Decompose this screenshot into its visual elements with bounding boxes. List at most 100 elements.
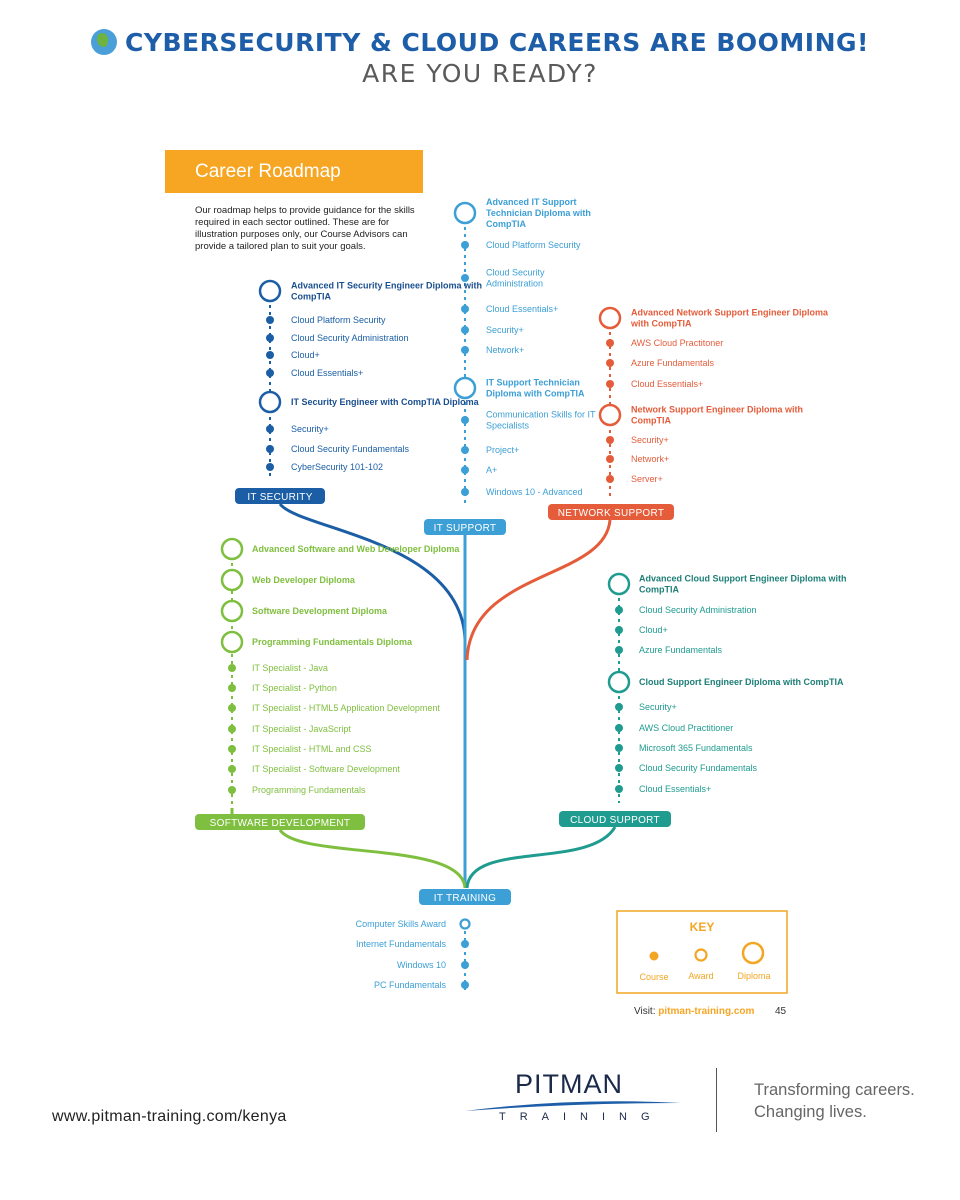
course-marker [461,488,469,496]
key-course-marker [649,951,659,961]
track-pill: IT SECURITY [235,488,325,504]
course-marker [266,316,274,324]
key-box [616,910,788,994]
tagline-line-2: Changing lives. [754,1103,867,1121]
track-item-label: PC Fundamentals [374,980,447,990]
track-item-label: Security+ [639,702,677,712]
diploma-marker [258,279,282,303]
course-marker [606,475,614,483]
headline-subtitle: ARE YOU READY? [362,59,598,88]
key-title: KEY [690,920,715,934]
course-marker [228,765,236,773]
track-item-label: Cloud Security Administration [291,333,409,343]
track-pill-bg [559,811,671,827]
track-item-label: IT Specialist - Java [252,663,328,673]
track-item-label: Cloud Essentials+ [631,379,703,389]
track-item-label: Cloud Support Engineer Diploma with Comp… [639,677,844,687]
track-item-label: Software Development Diploma [252,606,388,616]
track-item-label: Cloud Essentials+ [639,784,711,794]
course-marker [228,704,236,712]
course-marker [606,455,614,463]
diploma-marker [453,201,477,225]
course-marker [606,339,614,347]
track-item-label: Azure Fundamentals [639,645,723,655]
course-marker [606,380,614,388]
track-item-label: Network+ [631,454,669,464]
track-item-label: CyberSecurity 101-102 [291,462,383,472]
diploma-marker [220,568,244,592]
headline-title-row: CYBERSECURITY & CLOUD CAREERS ARE BOOMIN… [91,28,869,57]
track-item-label: AWS Cloud Practitoner [631,338,723,348]
course-marker [606,436,614,444]
course-marker [615,764,623,772]
track-item-label: Cloud Security Administration [639,605,757,615]
track-item-label: Security+ [631,435,669,445]
course-marker [266,334,274,342]
course-marker [615,626,623,634]
track-item-label: Cloud+ [291,350,320,360]
visit-link[interactable]: pitman-training.com [658,1006,755,1017]
track-item-label: Programming Fundamentals [252,785,366,795]
track-item-label: Advanced Cloud Support Engineer Diploma … [639,574,847,595]
track-item-label: Network+ [486,345,524,355]
track-item-label: Security+ [291,424,329,434]
track-item-label: Azure Fundamentals [631,358,715,368]
track-pill: SOFTWARE DEVELOPMENT [195,814,365,830]
track-item-label: Security+ [486,325,524,335]
key-legend: KEY Course Award Diploma [616,910,788,994]
track-item-label: Cloud Platform Security [486,240,581,250]
track-pill-label: IT SECURITY [247,492,312,503]
key-diploma-marker [741,941,765,965]
diploma-marker [598,403,622,427]
track-lines [230,213,620,990]
page-number: 45 [775,1006,787,1017]
track-item-label: Cloud Platform Security [291,315,386,325]
diploma-marker [258,390,282,414]
diploma-marker [598,306,622,330]
track-item-label: IT Specialist - Software Development [252,764,400,774]
track-item-label: Cloud+ [639,625,668,635]
career-roadmap-diagram: Advanced IT Security Engineer Diploma wi… [195,197,847,994]
course-marker [615,724,623,732]
track-item-label: IT Specialist - JavaScript [252,724,351,734]
course-marker [615,606,623,614]
track-item-label: Microsoft 365 Fundamentals [639,743,753,753]
course-marker [615,744,623,752]
course-marker [615,703,623,711]
course-marker [461,961,469,969]
diploma-marker [453,376,477,400]
track-item-label: IT Security Engineer with CompTIA Diplom… [291,397,480,407]
course-marker [461,326,469,334]
track-item-label: AWS Cloud Practitioner [639,723,733,733]
track-nodes [220,201,631,989]
logo-subtext: TRAINING [499,1111,664,1123]
track-item-label: Windows 10 - Advanced [486,487,583,497]
course-marker [228,725,236,733]
logo-swoosh [465,1101,681,1111]
roadmap-title: Career Roadmap [165,150,423,193]
track-connector [465,826,617,889]
website-link[interactable]: www.pitman-training.com/kenya [52,1108,287,1125]
course-marker [266,445,274,453]
track-pill-label: CLOUD SUPPORT [570,815,660,826]
course-marker [266,351,274,359]
diploma-marker [220,630,244,654]
track-item-label: Advanced Network Support Engineer Diplom… [630,308,829,329]
track-item-label: Project+ [486,445,519,455]
track-item-label: A+ [486,465,497,475]
track-item-label: Cloud Essentials+ [291,368,363,378]
tagline-line-1: Transforming careers. [754,1081,915,1099]
tagline: Transforming careers. Changing lives. [754,1079,915,1123]
track-item-label: Cloud Essentials+ [486,304,558,314]
visit-line: Visit: pitman-training.com [634,1006,754,1017]
track-connector [278,502,467,888]
key-award-label: Award [688,971,713,981]
track-pill: NETWORK SUPPORT [548,504,674,520]
course-marker [266,463,274,471]
award-marker [459,918,471,930]
diploma-marker [220,599,244,623]
